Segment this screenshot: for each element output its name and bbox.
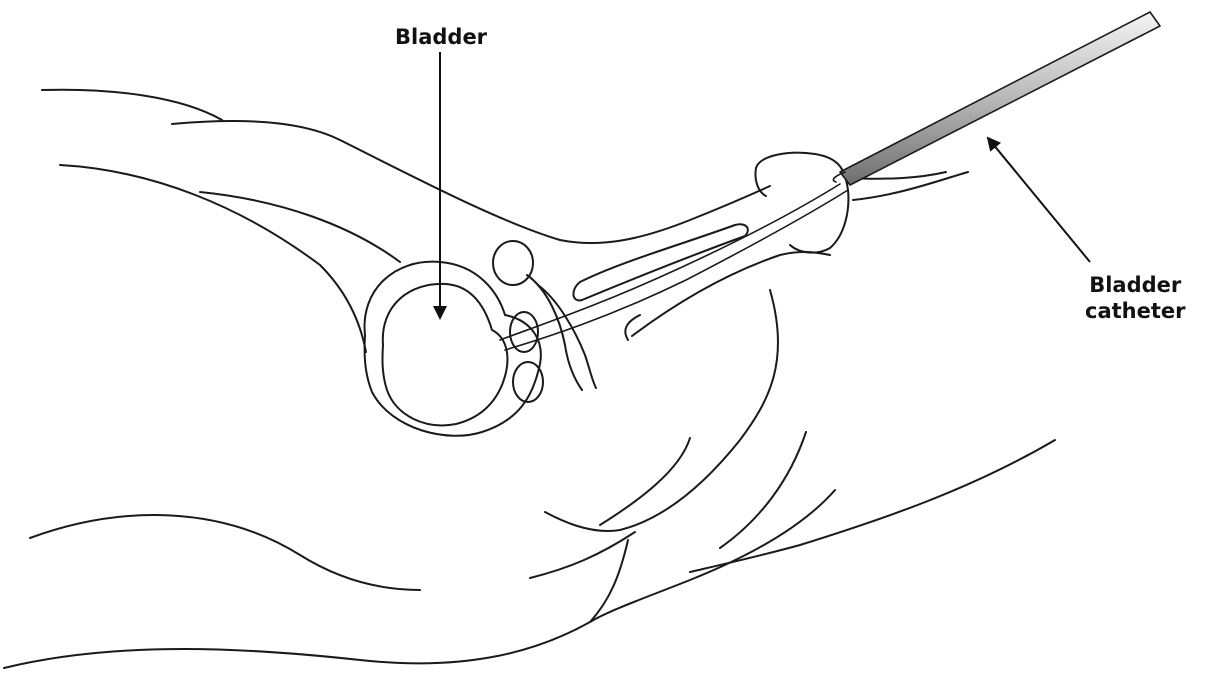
- catheter-tube: [833, 12, 1160, 185]
- penis-urethra: [500, 153, 848, 350]
- catheter-label: Bladder catheter: [1085, 272, 1186, 324]
- bladder-label: Bladder: [395, 24, 487, 50]
- catheter-label-line-1: Bladder: [1085, 272, 1186, 298]
- body-outline: [4, 90, 1055, 668]
- pelvic-organs: [493, 241, 596, 402]
- catheter-label-line-2: catheter: [1085, 298, 1186, 324]
- catheter-pointer-arrow: [988, 138, 1090, 262]
- bladder: [365, 262, 541, 436]
